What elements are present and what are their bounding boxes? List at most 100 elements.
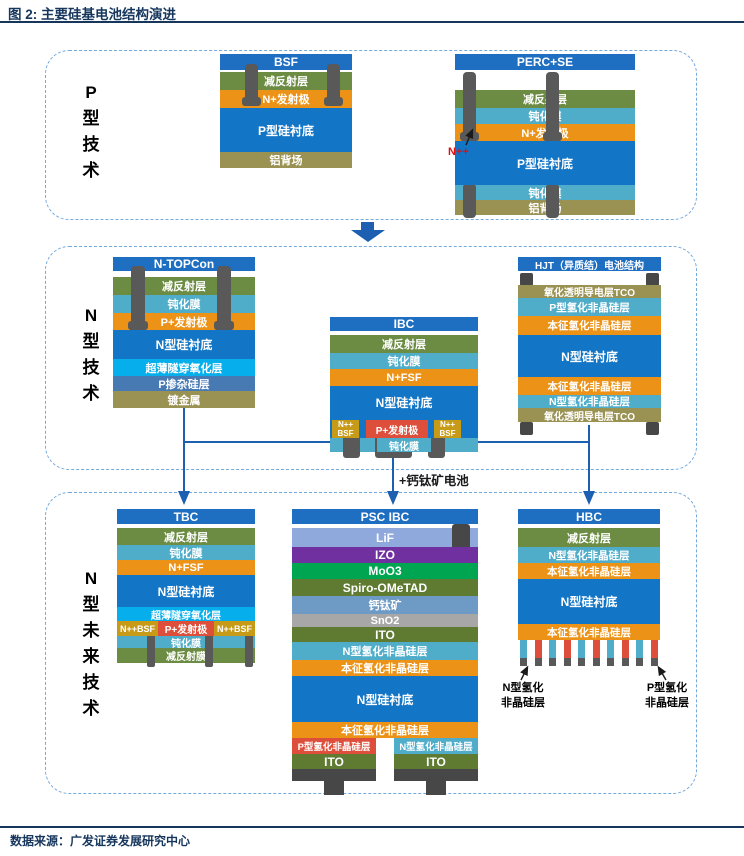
n-finger [520, 640, 527, 666]
emitter-block: P+发射极 [158, 621, 214, 636]
p-finger [563, 640, 571, 666]
rear-electrode [394, 769, 478, 781]
cell-tbc: TBC 减反射层 钝化膜 N+FSF N型硅衬底 超薄隧穿氧化层 N++BSF … [117, 509, 255, 667]
rear-electrode [292, 769, 376, 781]
p-finger [650, 640, 658, 666]
cell-layer: ITO [292, 627, 478, 642]
cell-layer: 本征氢化非晶硅层 [518, 563, 660, 579]
front-electrode [128, 266, 148, 330]
cell-layer: 氧化透明导电层TCO [518, 285, 661, 299]
top-electrode-pad [520, 273, 533, 286]
cell-layer: LiF [292, 528, 478, 547]
cell-layer: 氧化透明导电层TCO [518, 408, 661, 423]
cell-title: IBC [330, 317, 478, 331]
cell-ibc: IBC 减反射层 钝化膜 N+FSF N型硅衬底 N++ BSF P+发射极 N… [330, 317, 478, 458]
cell-bsf: BSF 减反射层 N+发射极 P型硅衬底 铝背场 [220, 54, 352, 168]
finger-tip [592, 658, 600, 666]
cell-layer: N型氢化非晶硅层 [518, 395, 661, 408]
front-electrode [242, 64, 261, 106]
cell-title: PERC+SE [455, 54, 635, 70]
substrate-layer: N型硅衬底 [518, 579, 660, 624]
rear-ito: ITO [292, 754, 376, 769]
finger-tip [650, 658, 658, 666]
rear-ito: ITO [394, 754, 478, 769]
cell-hjt: HJT（异质结）电池结构 氧化透明导电层TCO P型氢化非晶硅层 本征氢化非晶硅… [518, 257, 661, 435]
rear-electrode [546, 185, 559, 218]
finger-tip [621, 658, 629, 666]
cell-layer: 减反射层 [455, 90, 635, 108]
rear-n-layer: N型氢化非晶硅层 [394, 738, 478, 754]
rear-p-layer: P型氢化非晶硅层 [292, 738, 376, 754]
section-p-type-frame [45, 50, 697, 220]
strip-label: 钝化膜 [377, 438, 431, 453]
hbc-left-note: N型氢化 非晶硅层 [501, 682, 545, 709]
p-finger [592, 640, 600, 666]
finger-tip [578, 658, 586, 666]
cell-layer: 本征氢化非晶硅层 [518, 624, 660, 640]
cell-layer: 镀金属 [113, 391, 255, 408]
cell-layer: N+FSF [117, 560, 255, 575]
cell-layer: N+FSF [330, 369, 478, 386]
figure-title: 图 2: 主要硅基电池结构演进 [8, 7, 177, 22]
front-electrode [543, 72, 562, 141]
cell-layer: P型硅衬底 [455, 141, 635, 185]
front-electrode [460, 72, 479, 141]
cell-layer: SnO2 [292, 614, 478, 627]
front-electrode [214, 266, 234, 330]
cell-layer: N型氢化非晶硅层 [292, 642, 478, 660]
rear-electrode [343, 438, 360, 458]
source-note: 数据来源：广发证券发展研究中心 [10, 834, 191, 848]
cell-layer: 钝化膜 [117, 636, 255, 650]
n-finger [578, 640, 586, 666]
cell-layer: 钝化膜 [117, 545, 255, 560]
cell-layer: 钝化膜 [455, 185, 635, 200]
cell-layer: 减反射层 [518, 528, 660, 547]
cell-layer: 铝背场 [455, 200, 635, 215]
bsf-block: N++ BSF [434, 420, 461, 438]
cell-layer: P型硅衬底 [220, 108, 352, 152]
cell-title: HJT（异质结）电池结构 [518, 257, 661, 272]
perovskite-arrow-label: +钙钛矿电池 [399, 474, 469, 488]
cell-layer: N型硅衬底 [113, 330, 255, 359]
cell-layer: 减反射膜 [117, 648, 255, 663]
section-n-type-frame [45, 246, 697, 470]
p-finger [534, 640, 542, 666]
cell-layer: 钝化膜 [330, 353, 478, 369]
bsf-block: N++BSF [117, 621, 158, 636]
rear-electrode [463, 185, 476, 218]
cell-layer: MoO3 [292, 563, 478, 579]
top-electrode-pad [646, 273, 659, 286]
cell-layer: N型氢化非晶硅层 [518, 547, 660, 563]
cell-layer: IZO [292, 547, 478, 563]
electrode-tab [324, 781, 344, 795]
rear-electrode [205, 636, 213, 667]
cell-n-topcon: N-TOPCon 减反射层 钝化膜 P+发射极 N型硅衬底 超薄隧穿氧化层 P掺… [113, 257, 255, 408]
finger-tip [563, 658, 571, 666]
finger-tip [607, 658, 615, 666]
finger-tip [636, 658, 644, 666]
finger-tip [549, 658, 557, 666]
cell-layer: 本征氢化非晶硅层 [518, 316, 661, 335]
substrate-layer: N型硅衬底 [518, 335, 661, 377]
cell-layer: P掺杂硅层 [113, 376, 255, 391]
bottom-electrode-pad [646, 422, 659, 435]
arrow-head [351, 230, 385, 242]
front-electrode [324, 64, 343, 106]
cell-layer: P型氢化非晶硅层 [518, 298, 661, 316]
n-finger [549, 640, 557, 666]
rear-electrode [147, 636, 155, 667]
bottom-electrode-pad [520, 422, 533, 435]
p-finger [621, 640, 629, 666]
emitter-block: P+发射极 [366, 420, 428, 438]
rear-electrode [245, 636, 253, 667]
section-label-n-future: N 型 未 来 技 术 [82, 569, 100, 718]
title-rule [0, 21, 744, 23]
cell-layer: 减反射层 [117, 528, 255, 545]
cell-title: TBC [117, 509, 255, 524]
cell-layer: 超薄隧穿氧化层 [117, 607, 255, 622]
footer-rule [0, 826, 744, 828]
cell-layer: 铝背场 [220, 152, 352, 168]
substrate-layer: N型硅衬底 [117, 575, 255, 607]
n-finger [636, 640, 644, 666]
arrow-stem [361, 222, 374, 230]
